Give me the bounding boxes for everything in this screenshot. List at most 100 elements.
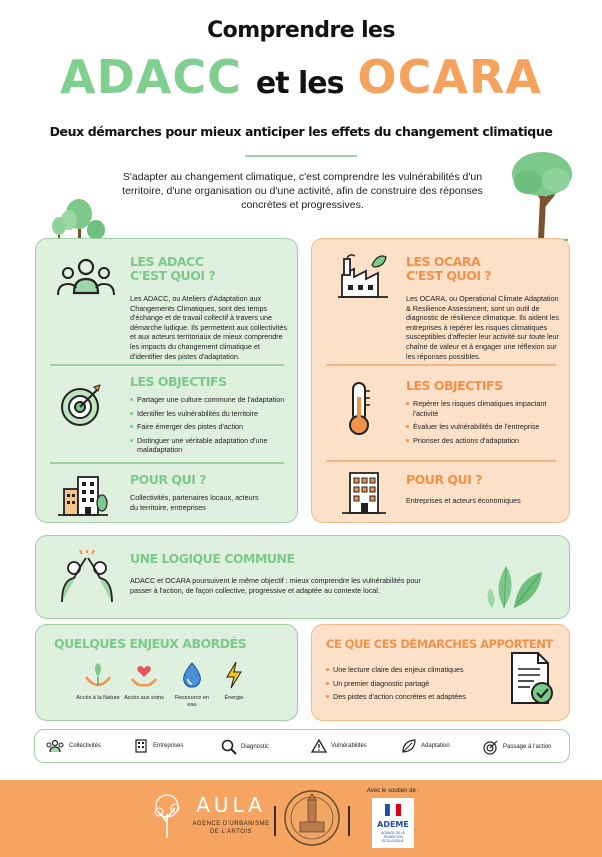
legend-item: Collectivités [45, 739, 101, 753]
legend-item: Entreprises [133, 739, 183, 753]
target-icon [61, 384, 101, 426]
buildings-icon [58, 476, 108, 516]
page-title-line1: Comprendre les [207, 18, 395, 43]
high-five-icon [61, 550, 113, 603]
apports-item: Une lecture claire des enjeux climatique… [326, 665, 496, 675]
page-subtitle: Deux démarches pour mieux anticiper les … [49, 124, 553, 139]
checked-document-icon [511, 652, 553, 704]
adacc-heading-line1: LES ADACC [130, 254, 204, 269]
legend-item: Diagnostic [221, 739, 269, 755]
adacc-separator-1 [50, 364, 284, 366]
adacc-heading: LES ADACC C'EST QUOI ? [130, 254, 216, 283]
legend-bar: Collectivités Entreprises Diagnostic Vul… [34, 729, 570, 763]
logique-heading: UNE LOGIQUE COMMUNE [130, 551, 295, 566]
nature-hands-icon [85, 663, 111, 687]
ocara-pour-qui-text: Entreprises et acteurs économiques [406, 496, 521, 505]
adacc-description: Les ADACC, ou Ateliers d'Adaptation aux … [130, 294, 288, 361]
water-drop-icon [183, 662, 201, 688]
ocara-objectifs-heading: LES OBJECTIFS [406, 378, 503, 393]
leaves-illustration [487, 566, 542, 609]
legend-label: Adaptation [421, 743, 450, 749]
legend-label: Collectivités [69, 743, 102, 749]
apports-item: Des pistes d'action concrètes et adaptée… [326, 692, 496, 702]
apports-heading: CE QUE CES DÉMARCHES APPORTENT [326, 637, 553, 651]
intro-text: S'adapter au changement climatique, c'es… [122, 171, 483, 211]
footer-divider-2 [348, 806, 350, 836]
enjeu-label-nature: Accès à la Nature [76, 695, 120, 701]
office-building-icon [342, 472, 386, 514]
apports-list: Une lecture claire des enjeux climatique… [326, 665, 496, 706]
legend-label: Entreprises [153, 743, 184, 749]
people-icon [46, 739, 64, 753]
logique-commune-card: UNE LOGIQUE COMMUNE ADACC et OCARA pours… [35, 535, 570, 619]
legend-label: Vulnérabilités [331, 743, 367, 749]
people-group-icon [57, 258, 115, 296]
ocara-separator-2 [326, 460, 556, 462]
leaf-icon [402, 739, 416, 753]
enjeu-label-energie: Énergie [224, 695, 244, 701]
adacc-objectifs-heading: LES OBJECTIFS [130, 374, 227, 389]
apports-item: Un premier diagnostic partagé [326, 679, 496, 689]
ademe-name: ADEME [377, 820, 409, 829]
ademe-logo: ADEME AGENCE DE LA TRANSITION ÉCOLOGIQUE [372, 798, 414, 848]
adacc-objectif-item: Partager une culture commune de l'adapta… [130, 395, 290, 405]
adacc-separator-2 [50, 462, 284, 464]
title-adacc: ADACC [59, 50, 242, 104]
ocara-description: Les OCARA, ou Operational Climate Adapta… [406, 294, 560, 361]
title-divider [245, 155, 357, 157]
artois-seal-logo [284, 790, 340, 846]
legend-label: Diagnostic [241, 744, 270, 750]
ocara-heading-line1: LES OCARA [406, 254, 481, 269]
apports-card: CE QUE CES DÉMARCHES APPORTENT Une lectu… [311, 624, 570, 721]
logique-text: ADACC et OCARA poursuivent le même objec… [130, 576, 421, 595]
ocara-separator-1 [326, 364, 556, 366]
lightning-icon [226, 661, 242, 689]
ocara-objectifs-list: Repérer les risques climatiques impactan… [406, 399, 556, 449]
big-tree-illustration [512, 152, 572, 242]
footer: AULA AGENCE D'URBANISME DE L'ARTOIS Avec… [0, 780, 602, 857]
title-ocara: OCARA [357, 50, 543, 104]
ocara-objectif-item: Repérer les risques climatiques impactan… [406, 399, 556, 418]
enjeux-heading: QUELQUES ENJEUX ABORDÉS [54, 636, 247, 651]
aula-tree-logo [154, 794, 180, 838]
adacc-heading-line2: C'EST QUOI ? [130, 268, 216, 283]
magnifier-icon [221, 739, 237, 755]
adacc-objectif-item: Distinguer une véritable adaptation d'un… [130, 436, 290, 455]
enjeux-card: QUELQUES ENJEUX ABORDÉS Accès à la Natur… [35, 624, 298, 721]
aula-sub2: DE L'ARTOIS [209, 829, 253, 835]
care-hands-icon [131, 666, 157, 687]
legend-item: Passage à l'action [483, 739, 552, 755]
legend-item: Adaptation [401, 739, 450, 753]
aula-name: AULA [196, 793, 266, 817]
target-icon [483, 740, 498, 755]
enjeu-label-soins: Accès aux soins [124, 695, 164, 701]
footer-divider-1 [274, 806, 276, 836]
legend-item: Vulnérabilités [311, 739, 367, 753]
ocara-objectif-item: Évaluer les vulnérabilités de l'entrepri… [406, 422, 556, 432]
warning-icon [311, 739, 327, 753]
adacc-pour-qui-text: Collectivités, partenaires locaux, acteu… [130, 493, 259, 512]
thermometer-icon [349, 382, 370, 435]
adacc-card: LES ADACC C'EST QUOI ? Les ADACC, ou Ate… [35, 238, 298, 523]
building-icon [135, 739, 147, 753]
adacc-objectifs-list: Partager une culture commune de l'adapta… [130, 395, 290, 459]
aula-logo-text: AULA AGENCE D'URBANISME DE L'ARTOIS [186, 794, 276, 836]
page-title-line2: ADACC et les OCARA [0, 50, 602, 104]
adacc-objectif-item: Faire émerger des pistes d'action [130, 422, 290, 432]
soutien-label: Avec le soutien de : [366, 788, 420, 794]
marianne-flag-icon [385, 803, 401, 817]
title-et-les: et les [255, 66, 345, 101]
factory-icon [338, 254, 388, 298]
small-trees-illustration [50, 199, 106, 241]
ocara-objectif-item: Prioriser des actions d'adaptation [406, 436, 556, 446]
ocara-pour-qui-heading: POUR QUI ? [406, 472, 482, 487]
legend-label: Passage à l'action [503, 744, 552, 750]
ocara-heading-line2: C'EST QUOI ? [406, 268, 492, 283]
ocara-heading: LES OCARA C'EST QUOI ? [406, 254, 492, 283]
enjeu-label-eau: Ressource en eau [175, 695, 209, 708]
ocara-card: LES OCARA C'EST QUOI ? Les OCARA, ou Ope… [311, 238, 570, 523]
adacc-pour-qui-heading: POUR QUI ? [130, 472, 206, 487]
adacc-objectif-item: Identifier les vulnérabilités du territo… [130, 409, 290, 419]
aula-sub1: AGENCE D'URBANISME [192, 821, 270, 827]
ademe-sub: AGENCE DE LA TRANSITION ÉCOLOGIQUE [381, 831, 405, 843]
